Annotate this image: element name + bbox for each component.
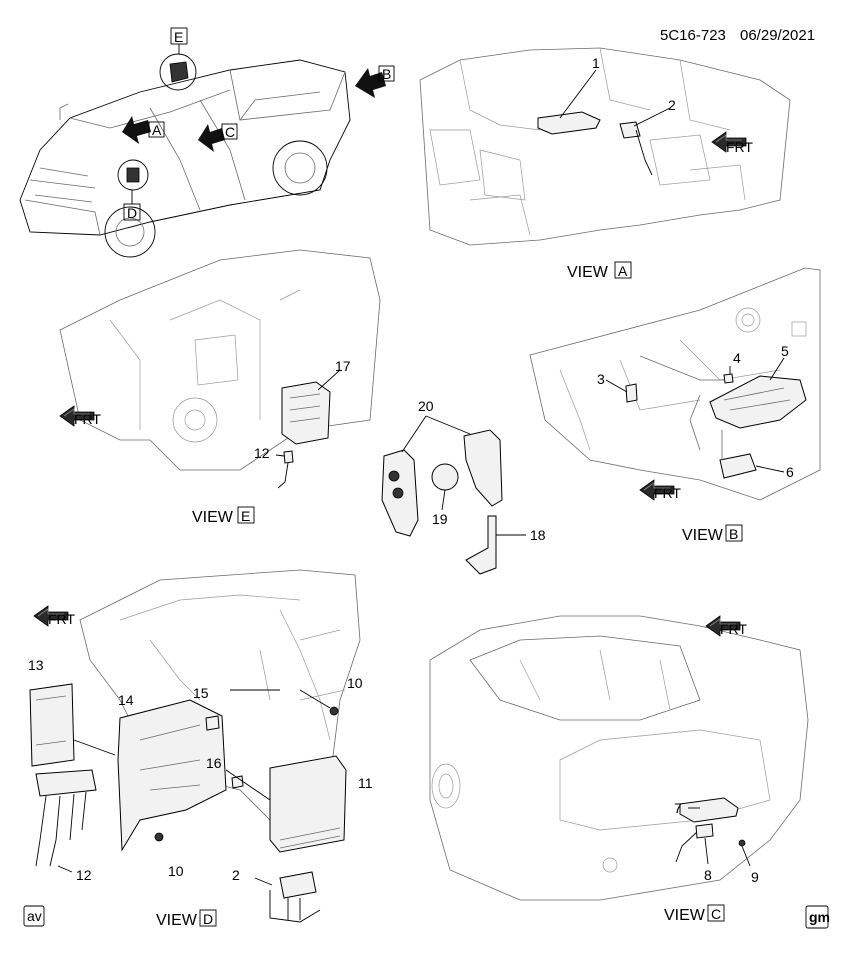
harness-12-connector	[35, 769, 97, 797]
truck-label-a: A	[152, 122, 162, 138]
key-blade-18	[465, 515, 497, 575]
connector-3	[625, 383, 638, 403]
view-c-drawing: FRT 7 8 9 VIEW C	[429, 615, 809, 924]
view-e-drawing: FRT 17 12 VIEW E	[59, 249, 381, 526]
callout-18: 18	[530, 527, 546, 543]
module-7	[679, 797, 739, 823]
view-c-letter: C	[711, 906, 721, 922]
callout-15: 15	[193, 685, 209, 701]
bracket-6	[719, 453, 757, 479]
fastener-16	[231, 775, 244, 789]
callout-12-e: 12	[254, 445, 270, 461]
module-13	[29, 683, 75, 767]
arrow-c	[198, 124, 225, 152]
box-a	[148, 121, 165, 138]
callout-13: 13	[28, 657, 44, 673]
callout-6: 6	[786, 464, 794, 480]
harness-2-d-connector	[279, 871, 317, 899]
callout-10-bottom: 10	[168, 863, 184, 879]
zoom-circle-d	[117, 159, 149, 191]
arrow-a	[122, 116, 151, 144]
bolt-10-top	[329, 706, 339, 716]
fastener-15	[205, 715, 220, 731]
view-d-letter: D	[203, 911, 213, 927]
callout-8: 8	[704, 867, 712, 883]
callout-17: 17	[335, 358, 351, 374]
battery-19	[431, 463, 459, 491]
frt-label-b: FRT	[654, 485, 681, 501]
arrow-b	[355, 68, 386, 98]
callout-19: 19	[432, 511, 448, 527]
view-d-label: VIEW	[156, 912, 198, 929]
av-badge-text: av	[27, 908, 42, 924]
frt-label-c: FRT	[720, 621, 747, 637]
module-17-shape	[281, 381, 331, 445]
zoom-circle-e	[159, 53, 197, 91]
view-b-letter: B	[729, 526, 738, 542]
callout-4: 4	[733, 350, 741, 366]
truck-label-c: C	[225, 124, 235, 140]
view-a-drawing: FRT 1 2 VIEW A	[419, 47, 791, 281]
frt-label-d: FRT	[48, 611, 75, 627]
truck-label-d: D	[127, 205, 137, 221]
diagram-code: 5C16-723	[660, 27, 726, 44]
module-1-shape	[537, 111, 601, 135]
fob-back	[463, 429, 503, 507]
box-c	[221, 123, 238, 140]
gm-logo-badge	[805, 905, 829, 929]
view-c-label: VIEW	[664, 907, 706, 924]
view-b-label: VIEW	[682, 527, 724, 544]
av-badge	[23, 905, 45, 927]
bracket-14	[117, 699, 227, 852]
antenna-8	[695, 823, 714, 839]
callout-11: 11	[358, 775, 373, 791]
frt-label-e: FRT	[74, 411, 101, 427]
truck-label-e: E	[174, 29, 183, 45]
bolt-9	[738, 839, 746, 847]
callout-1: 1	[592, 55, 600, 71]
view-a-letter: A	[618, 263, 628, 279]
callout-20: 20	[418, 398, 434, 414]
view-a-label: VIEW	[567, 264, 609, 281]
truck-overview: E D A C B	[19, 27, 395, 258]
callout-14: 14	[118, 692, 134, 708]
callout-3: 3	[597, 371, 605, 387]
callout-2: 2	[668, 97, 676, 113]
key-fob-drawing: 20 19 18	[381, 398, 546, 575]
view-e-label: VIEW	[192, 509, 234, 526]
gm-logo-text: gm	[809, 909, 830, 925]
callout-5: 5	[781, 343, 789, 359]
callout-2-d: 2	[232, 867, 240, 883]
callout-7: 7	[674, 800, 682, 816]
view-b-drawing: FRT 3 4 5 6 VIEW B	[529, 267, 821, 544]
box-b	[378, 65, 395, 82]
fastener-4	[723, 373, 734, 384]
view-d-drawing: FRT 13 14 15 16 10 10 11 12 2 VIEW D	[28, 569, 373, 929]
callout-9: 9	[751, 869, 759, 885]
frt-label-a: FRT	[726, 139, 753, 155]
module-11	[269, 755, 347, 853]
callout-16: 16	[206, 755, 222, 771]
diagram-date: 06/29/2021	[740, 27, 815, 44]
bolt-10-bottom	[154, 832, 164, 842]
callout-10-top: 10	[347, 675, 363, 691]
truck-label-b: B	[382, 66, 391, 82]
view-e-letter: E	[241, 508, 250, 524]
bracket-5	[709, 375, 807, 429]
callout-12-d: 12	[76, 867, 92, 883]
